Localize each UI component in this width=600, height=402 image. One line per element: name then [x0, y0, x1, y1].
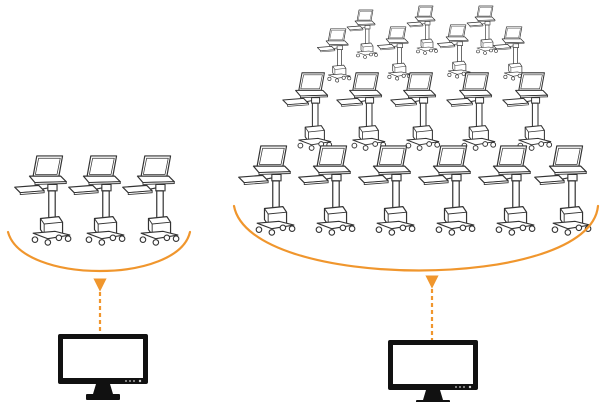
laptop-cart-icon — [502, 72, 553, 151]
laptop-cart-icon — [390, 72, 441, 151]
laptop-cart-icon — [238, 145, 296, 236]
laptop-cart-icon — [14, 155, 72, 246]
laptop-cart-icon — [478, 145, 536, 236]
laptop-cart-icon — [336, 72, 387, 151]
monitor-icon — [58, 334, 148, 400]
large-fleet-group — [232, 5, 600, 402]
laptop-cart-icon — [446, 72, 497, 151]
monitor-icon — [388, 340, 478, 402]
laptop-cart-icon — [492, 26, 528, 81]
laptop-cart-icon — [358, 145, 416, 236]
laptop-cart-icon — [122, 155, 180, 246]
laptop-cart-icon — [466, 5, 498, 55]
laptop-cart-icon — [418, 145, 476, 236]
laptop-cart-icon — [282, 72, 333, 151]
laptop-cart-icon — [298, 145, 356, 236]
laptop-cart-icon — [534, 145, 592, 236]
group-bracket — [6, 230, 192, 272]
laptop-cart-icon — [68, 155, 126, 246]
laptop-cart-icon — [376, 26, 412, 81]
group-bracket — [232, 204, 600, 272]
laptop-cart-icon — [346, 9, 378, 59]
small-fleet-group — [6, 155, 192, 400]
laptop-cart-icon — [406, 5, 438, 55]
laptop-cart-icon — [436, 24, 472, 79]
